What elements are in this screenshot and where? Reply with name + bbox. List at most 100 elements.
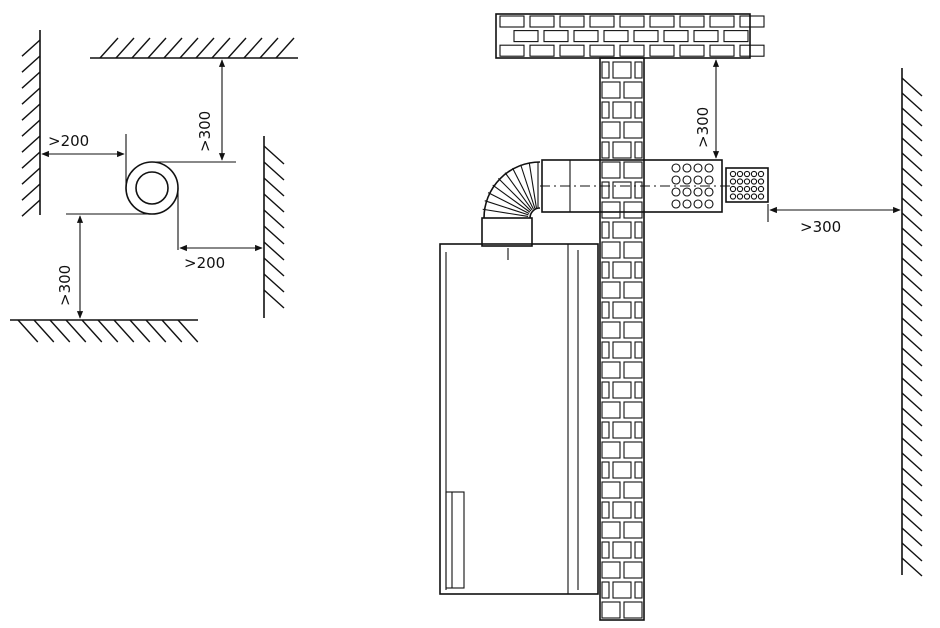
hatch-line (177, 319, 199, 343)
brick (612, 581, 632, 599)
brick (601, 501, 610, 519)
dim-wall-clearance: >300 (767, 204, 901, 236)
terminal-hole (750, 185, 758, 193)
hatch-line (901, 257, 923, 277)
brick (601, 321, 621, 339)
brick (612, 501, 632, 519)
brick (623, 561, 643, 579)
hatch-line (901, 467, 923, 487)
brick (623, 361, 643, 379)
vent-hole (693, 163, 703, 173)
elbow-rib (487, 192, 530, 214)
hatch-line (81, 319, 103, 343)
hatch-line (99, 37, 119, 59)
brick (633, 30, 659, 43)
elbow-rib (492, 184, 531, 213)
brick (601, 341, 610, 359)
hatch-line (163, 37, 183, 59)
brick (499, 44, 525, 57)
hatch-line (263, 145, 285, 165)
brick (623, 441, 643, 459)
hatch-line (901, 152, 923, 172)
vent-hole (704, 199, 714, 209)
brick (601, 361, 621, 379)
hatch-line (263, 209, 285, 229)
terminal-hole (729, 170, 737, 178)
hatch-line (21, 151, 41, 169)
elbow-rib (482, 208, 529, 217)
bottom-floor-hatched (10, 319, 199, 343)
brick (634, 581, 643, 599)
hatch-line (263, 193, 285, 213)
hatch-line (115, 37, 135, 59)
brick (601, 381, 610, 399)
brick (529, 44, 555, 57)
hatch-line (263, 257, 285, 277)
hatch-line (901, 107, 923, 127)
brick (612, 141, 632, 159)
brick (601, 281, 621, 299)
brick (601, 581, 610, 599)
hatch-line (901, 137, 923, 157)
hatch-line (131, 37, 151, 59)
terminal-hole (729, 193, 737, 200)
brick (601, 421, 610, 439)
vent-hole (704, 187, 714, 197)
dim-ceiling-clearance: >300 (694, 59, 720, 159)
hatch-line (901, 167, 923, 187)
terminal-hole (743, 170, 751, 178)
brick (601, 481, 621, 499)
terminal-hole (757, 170, 765, 178)
hatch-line (259, 37, 279, 59)
brick (601, 201, 621, 219)
hatch-line (901, 347, 923, 367)
vent-hole (693, 187, 703, 197)
elbow-rib (528, 162, 537, 209)
brick (623, 521, 643, 539)
hatch-line (129, 319, 151, 343)
brick (601, 601, 621, 619)
brick (601, 141, 610, 159)
brick (623, 121, 643, 139)
hatch-line (901, 332, 923, 352)
hatch-line (263, 161, 285, 181)
brick (634, 261, 643, 279)
brick (619, 44, 645, 57)
brick (601, 541, 610, 559)
brick (723, 30, 749, 43)
vent-hole (671, 199, 681, 209)
brick (623, 401, 643, 419)
hatch-line (901, 212, 923, 232)
hatch-line (21, 199, 41, 217)
brick (573, 30, 599, 43)
brick (601, 561, 621, 579)
hatch-line (21, 55, 41, 73)
brick (634, 341, 643, 359)
terminal-hole (757, 185, 765, 193)
hatch-line (263, 225, 285, 245)
brick (649, 15, 675, 28)
ceiling-brick-slab (495, 13, 765, 59)
hatch-line (65, 319, 87, 343)
brick (634, 541, 643, 559)
brick (739, 15, 765, 28)
hatch-line (227, 37, 247, 59)
brick (612, 461, 632, 479)
brick (601, 181, 610, 199)
hatch-line (901, 527, 923, 547)
brick (663, 30, 689, 43)
dim-left-clearance: >200 (41, 132, 125, 158)
vent-hole (682, 187, 692, 197)
dim-right-clearance: >200 (179, 244, 263, 272)
terminal-hole (736, 178, 744, 185)
brick (623, 241, 643, 259)
hatch-line (901, 122, 923, 142)
hatch-line (145, 319, 167, 343)
terminal-hole (743, 178, 751, 185)
hatch-line (901, 557, 923, 577)
brick (634, 101, 643, 119)
brick (543, 30, 569, 43)
right-wall-hatched (263, 136, 285, 318)
left-wall-hatched (21, 30, 41, 217)
